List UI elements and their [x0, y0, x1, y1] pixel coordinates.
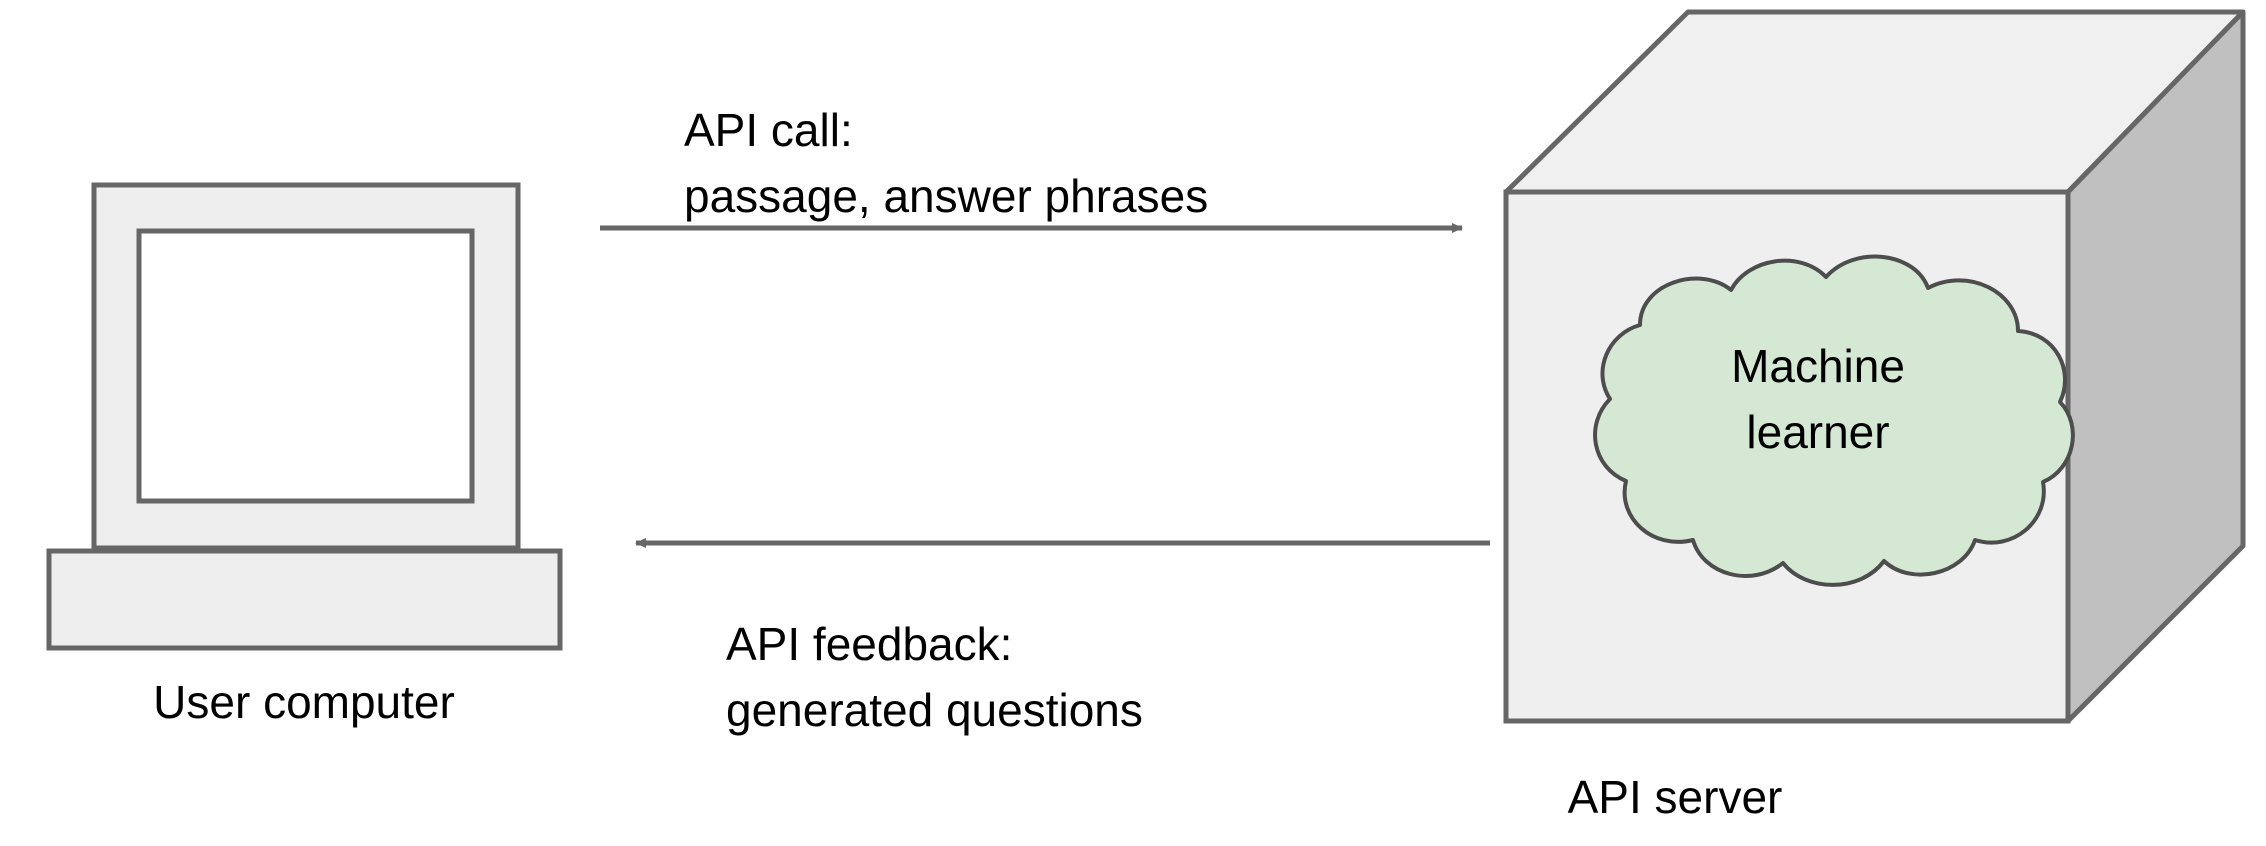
api-server-node[interactable]: Machine learner API server [1503, 9, 2246, 823]
user-computer-node[interactable]: User computer [46, 182, 563, 728]
machine-learner-label-line2: learner [1746, 406, 1889, 458]
api-call-edge[interactable]: API call: passage, answer phrases [600, 104, 1463, 233]
machine-learner-label-line1: Machine [1731, 340, 1905, 392]
monitor-base [46, 548, 563, 651]
api-call-label-line2: passage, answer phrases [684, 170, 1208, 222]
monitor-screen [136, 228, 475, 504]
api-feedback-label-line1: API feedback: [726, 618, 1012, 670]
api-server-label: API server [1568, 771, 1783, 823]
api-call-label-line1: API call: [684, 104, 853, 156]
cloud-shape [1593, 254, 2075, 587]
user-computer-label: User computer [153, 676, 455, 728]
machine-learner-cloud[interactable]: Machine learner [1593, 254, 2075, 587]
api-feedback-label-line2: generated questions [726, 684, 1143, 736]
api-feedback-edge[interactable]: API feedback: generated questions [635, 538, 1490, 736]
